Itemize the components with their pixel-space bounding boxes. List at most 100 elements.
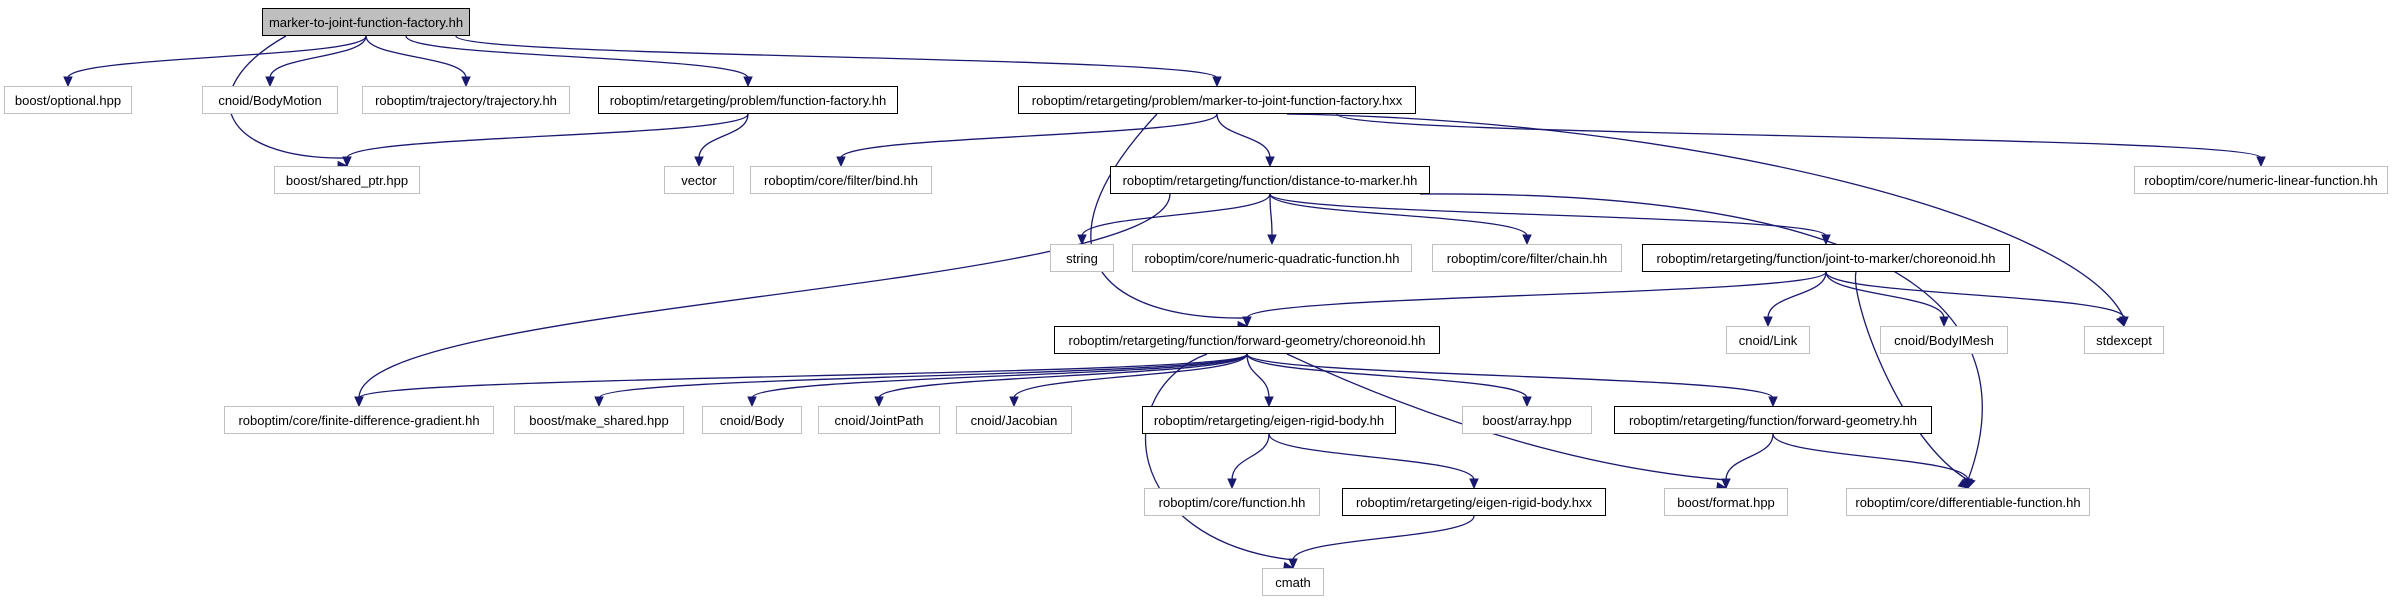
arrowhead-erbhh-to-corefunc	[1227, 478, 1237, 490]
edge-fgchor-to-fg	[1246, 353, 1774, 399]
node-boost-format: boost/format.hpp	[1664, 488, 1788, 516]
edge-j2m-to-stdexcept	[1825, 271, 2125, 319]
arrowhead-dist-to-chain	[1522, 234, 1532, 246]
edge-fgchor-to-jointpath	[878, 353, 1248, 399]
edge-m2jhxx-to-dist	[1216, 113, 1271, 159]
arrowhead-fg-to-difffunc	[1963, 478, 1973, 490]
node-finite-difference-gradient: roboptim/core/finite-difference-gradient…	[224, 406, 494, 434]
node-boost-optional: boost/optional.hpp	[4, 86, 132, 114]
edge-m2jhxx-to-stdexcept	[1286, 113, 2125, 319]
arrowhead-fgchor-to-jointpath	[874, 396, 884, 408]
edge-fg-to-difffunc	[1772, 433, 1969, 481]
edge-root-to-funcfactory	[405, 35, 749, 79]
edge-root-to-optional	[67, 35, 367, 79]
edge-erbhh-to-erbhxx	[1268, 433, 1475, 481]
arrowhead-fgchor-to-erbhh	[1264, 396, 1274, 408]
edge-erbhh-to-corefunc	[1231, 433, 1270, 481]
node-cmath: cmath	[1262, 568, 1324, 596]
arrowhead-j2m-to-stdexcept	[2119, 316, 2129, 328]
arrowhead-erbhh-to-erbhxx	[1469, 478, 1479, 490]
edge-fgchor-to-array	[1246, 353, 1528, 399]
edge-dist-to-chain	[1269, 193, 1528, 237]
edge-j2m-to-difffunc	[1854, 271, 1969, 481]
node-cnoid-jacobian: cnoid/Jacobian	[956, 406, 1072, 434]
node-marker-to-joint-function-factory-hxx[interactable]: roboptim/retargeting/problem/marker-to-j…	[1018, 86, 1416, 114]
node-numeric-quadratic-function: roboptim/core/numeric-quadratic-function…	[1132, 244, 1412, 272]
arrowhead-fgchor-to-array	[1522, 396, 1532, 408]
edge-fgchor-to-format	[1286, 353, 1727, 481]
node-string: string	[1050, 244, 1114, 272]
arrowhead-m2jhxx-to-numlin	[2256, 156, 2266, 168]
node-forward-geometry[interactable]: roboptim/retargeting/function/forward-ge…	[1614, 406, 1932, 434]
arrowhead-m2jhxx-to-bind	[836, 156, 846, 168]
edge-fgchor-to-body	[751, 353, 1248, 399]
edge-fgchor-to-fdgrad	[358, 353, 1248, 399]
arrowhead-root-to-funcfactory	[743, 76, 753, 88]
edge-fgchor-to-jacobian	[1013, 353, 1248, 399]
node-boost-shared-ptr: boost/shared_ptr.hpp	[274, 166, 420, 194]
node-cnoid-bodymotion: cnoid/BodyMotion	[202, 86, 338, 114]
edge-dist-to-fdgrad	[358, 193, 1171, 399]
edge-fg-to-format	[1725, 433, 1774, 481]
node-roboptim-trajectory: roboptim/trajectory/trajectory.hh	[362, 86, 570, 114]
arrowhead-fgchor-to-fg	[1768, 396, 1778, 408]
edge-j2m-to-link	[1767, 271, 1827, 319]
node-roboptim-core-function: roboptim/core/function.hh	[1144, 488, 1320, 516]
edge-funcfactory-to-shared_ptr	[346, 113, 749, 159]
node-cnoid-jointpath: cnoid/JointPath	[818, 406, 940, 434]
node-cnoid-body: cnoid/Body	[702, 406, 802, 434]
edge-root-to-trajectory	[365, 35, 467, 79]
arrowhead-root-to-bodymotion	[265, 76, 275, 88]
arrowhead-j2m-to-bodymesh	[1939, 316, 1949, 328]
edge-fgchor-to-makeshared	[598, 353, 1248, 399]
edge-dist-to-difffunc	[1419, 193, 1983, 481]
arrowhead-dist-to-numquad	[1267, 234, 1277, 246]
node-cnoid-bodyimesh: cnoid/BodyIMesh	[1880, 326, 2008, 354]
edge-fgchor-to-cmath	[1145, 353, 1294, 561]
arrowhead-funcfactory-to-vector	[694, 156, 704, 168]
arrowhead-fg-to-format	[1721, 478, 1731, 490]
edge-dist-to-string	[1081, 193, 1271, 237]
node-distance-to-marker[interactable]: roboptim/retargeting/function/distance-t…	[1110, 166, 1430, 194]
node-stdexcept: stdexcept	[2084, 326, 2164, 354]
arrowhead-erbhxx-to-cmath	[1288, 558, 1298, 570]
node-joint-to-marker-choreonoid[interactable]: roboptim/retargeting/function/joint-to-m…	[1642, 244, 2010, 272]
arrowhead-fgchor-to-fdgrad	[354, 396, 364, 408]
arrowhead-funcfactory-to-shared_ptr	[342, 156, 352, 168]
edge-fgchor-to-erbhh	[1246, 353, 1270, 399]
arrowhead-j2m-to-fgchor	[1242, 316, 1252, 328]
arrowhead-j2m-to-difffunc	[1957, 478, 1970, 489]
arrowhead-root-to-optional	[63, 76, 73, 88]
node-eigen-rigid-body-hh[interactable]: roboptim/retargeting/eigen-rigid-body.hh	[1142, 406, 1396, 434]
arrowhead-fgchor-to-makeshared	[594, 396, 604, 408]
edge-j2m-to-bodymesh	[1825, 271, 1945, 319]
arrowhead-fgchor-to-body	[747, 396, 757, 408]
node-differentiable-function: roboptim/core/differentiable-function.hh	[1846, 488, 2090, 516]
node-numeric-linear-function: roboptim/core/numeric-linear-function.hh	[2134, 166, 2388, 194]
edge-root-to-shared_ptr	[228, 35, 348, 159]
edge-erbhxx-to-cmath	[1292, 515, 1475, 561]
node-boost-array: boost/array.hpp	[1462, 406, 1592, 434]
node-eigen-rigid-body-hxx[interactable]: roboptim/retargeting/eigen-rigid-body.hx…	[1342, 488, 1606, 516]
edge-dist-to-j2m	[1269, 193, 1827, 237]
edge-dist-to-numquad	[1269, 193, 1273, 237]
edge-root-to-bodymotion	[269, 35, 367, 79]
arrowhead-root-to-trajectory	[461, 76, 471, 88]
edge-m2jhxx-to-numlin	[1336, 113, 2262, 159]
arrowhead-root-to-m2jhxx	[1212, 76, 1222, 88]
node-forward-geometry-choreonoid[interactable]: roboptim/retargeting/function/forward-ge…	[1054, 326, 1440, 354]
node-root-marker-to-joint-function-factory[interactable]: marker-to-joint-function-factory.hh	[262, 8, 470, 36]
node-function-factory[interactable]: roboptim/retargeting/problem/function-fa…	[598, 86, 898, 114]
node-vector: vector	[664, 166, 734, 194]
node-roboptim-core-filter-chain: roboptim/core/filter/chain.hh	[1432, 244, 1622, 272]
node-cnoid-link: cnoid/Link	[1726, 326, 1810, 354]
edge-root-to-m2jhxx	[455, 35, 1218, 79]
arrowhead-dist-to-string	[1077, 234, 1087, 246]
arrowhead-fgchor-to-jacobian	[1009, 396, 1019, 408]
dependency-edges	[63, 35, 2266, 572]
edge-funcfactory-to-vector	[698, 113, 749, 159]
edge-j2m-to-fgchor	[1246, 271, 1827, 319]
arrowhead-m2jhxx-to-dist	[1265, 156, 1275, 168]
arrowhead-j2m-to-link	[1763, 316, 1773, 328]
